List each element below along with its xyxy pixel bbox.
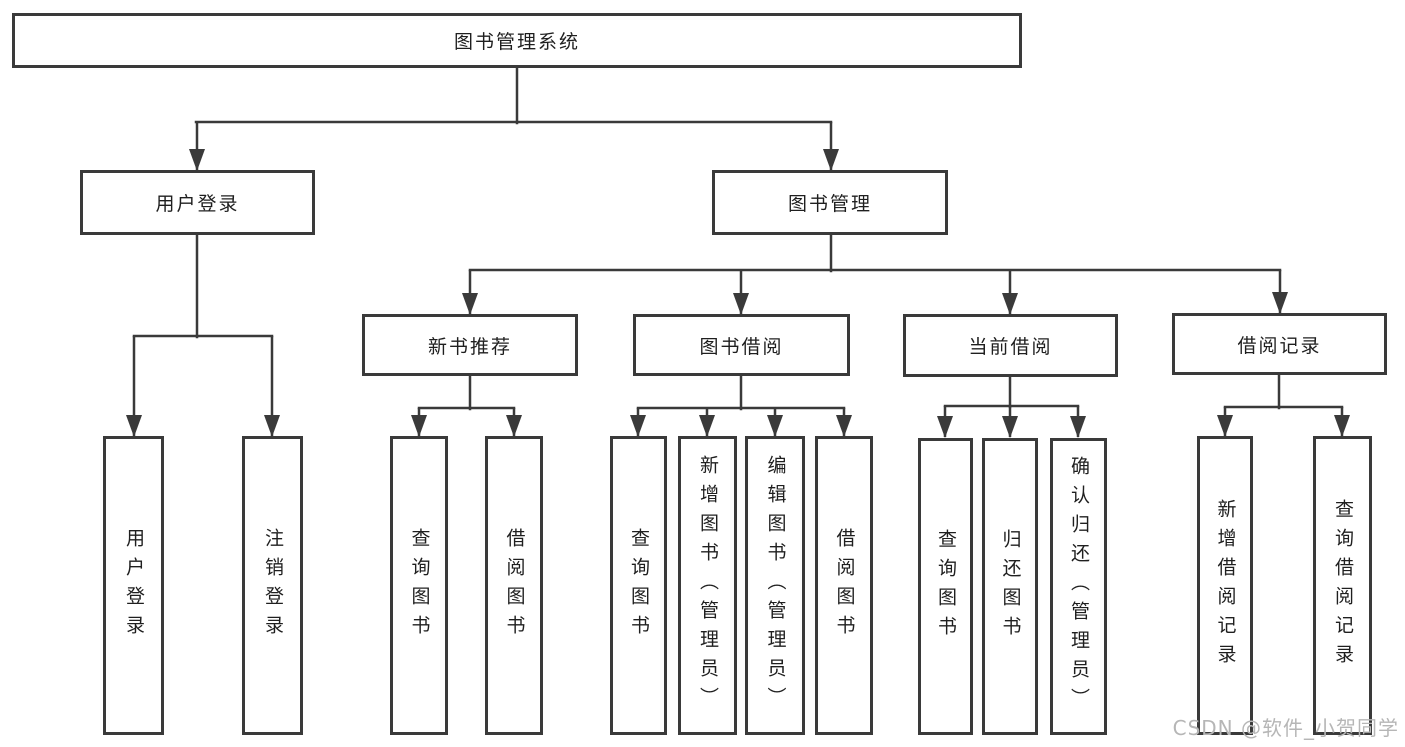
node-label: 图书借阅	[699, 335, 784, 358]
leaf-label: 借阅图书	[503, 527, 526, 644]
leaf-query-borrow-record: 查询借阅记录	[1313, 436, 1372, 735]
leaf-label: 新增图书（管理员）	[697, 455, 719, 716]
leaf-label: 确认归还（管理员）	[1068, 456, 1090, 717]
node-label: 图书管理	[787, 193, 872, 215]
node-current-borrowing: 当前借阅	[903, 314, 1118, 377]
node-borrowing-records: 借阅记录	[1172, 313, 1387, 375]
node-label: 用户登录	[155, 193, 240, 215]
leaf-edit-book-admin: 编辑图书（管理员）	[745, 436, 805, 735]
leaf-user-login: 用户登录	[103, 436, 164, 735]
connector-skeleton	[132, 66, 1344, 411]
leaf-query-books-borrow: 查询图书	[610, 436, 667, 735]
node-label: 当前借阅	[968, 336, 1053, 358]
connector-arrows	[126, 122, 1350, 438]
leaf-confirm-return-admin: 确认归还（管理员）	[1050, 438, 1107, 735]
leaf-label: 查询借阅记录	[1332, 498, 1354, 673]
node-new-book-recommend: 新书推荐	[362, 314, 578, 376]
leaf-label: 新增借阅记录	[1214, 498, 1237, 673]
node-label: 借阅记录	[1237, 334, 1322, 357]
node-book-borrowing: 图书借阅	[633, 314, 850, 376]
leaf-label: 注销登录	[262, 527, 284, 644]
node-label: 图书管理系统	[453, 31, 580, 53]
leaf-query-books-recommend: 查询图书	[390, 436, 448, 735]
leaf-label: 查询图书	[408, 527, 431, 644]
leaf-label: 编辑图书（管理员）	[764, 455, 787, 716]
leaf-add-book-admin: 新增图书（管理员）	[678, 436, 737, 735]
node-library-management-system: 图书管理系统	[12, 13, 1022, 68]
leaf-query-books-current: 查询图书	[918, 438, 973, 735]
node-book-management-branch: 图书管理	[712, 170, 948, 235]
leaf-logout: 注销登录	[242, 436, 303, 735]
leaf-label: 查询图书	[935, 528, 957, 645]
csdn-watermark: CSDN @软件_小贺同学	[1172, 716, 1399, 740]
leaf-add-borrow-record: 新增借阅记录	[1197, 436, 1253, 735]
leaf-borrow-books: 借阅图书	[815, 436, 873, 735]
leaf-borrow-books-recommend: 借阅图书	[485, 436, 543, 735]
leaf-label: 查询图书	[628, 527, 650, 644]
leaf-label: 用户登录	[123, 527, 145, 644]
leaf-label: 借阅图书	[833, 527, 856, 644]
node-label: 新书推荐	[427, 335, 512, 358]
node-user-login-branch: 用户登录	[80, 170, 315, 235]
leaf-return-book: 归还图书	[982, 438, 1038, 735]
leaf-label: 归还图书	[999, 528, 1022, 645]
